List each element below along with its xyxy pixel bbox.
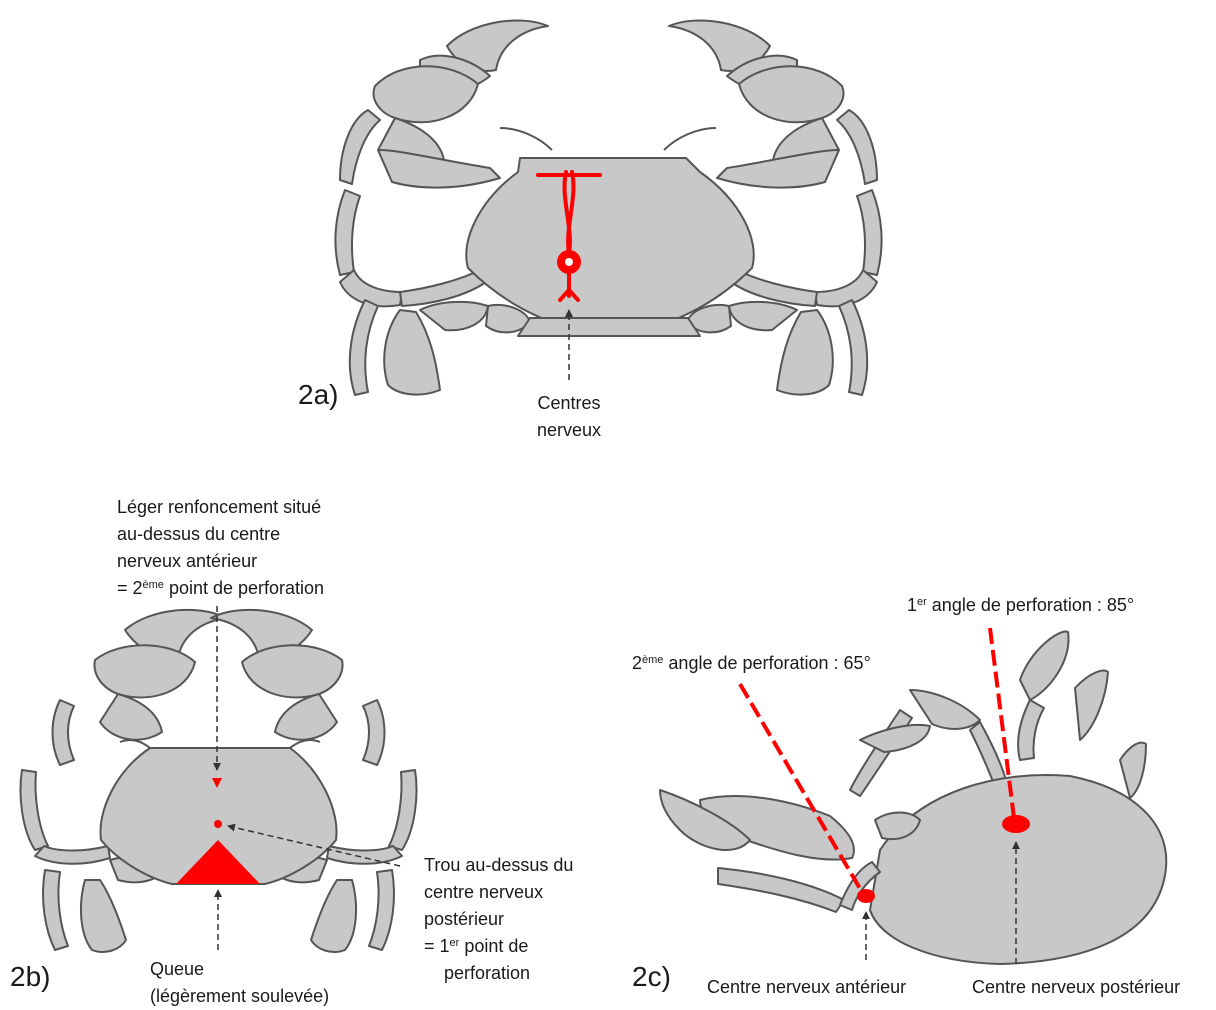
panel-2a-id: 2a) bbox=[298, 380, 338, 410]
crab-top-view-2a bbox=[335, 20, 881, 395]
tail-label-line2: (légèrement soulevée) bbox=[150, 983, 329, 1010]
first-point-line4: = 1er point de bbox=[424, 933, 573, 960]
nerve-centres-label-line2: nerveux bbox=[519, 417, 619, 444]
first-point-label: Trou au-dessus du centre nerveux postéri… bbox=[424, 852, 573, 987]
second-point-line4: = 2ème point de perforation bbox=[117, 575, 324, 602]
second-point-label: Léger renfoncement situé au-dessus du ce… bbox=[117, 494, 324, 602]
tail-label: Queue (légèrement soulevée) bbox=[150, 956, 329, 1010]
panel-2b-id: 2b) bbox=[10, 962, 50, 992]
second-point-line2: au-dessus du centre bbox=[117, 521, 324, 548]
posterior-centre-label: Centre nerveux postérieur bbox=[972, 974, 1180, 1001]
panel-2c-id: 2c) bbox=[632, 962, 671, 992]
first-point-line5: perforation bbox=[424, 960, 573, 987]
crab-side-view-2c bbox=[660, 632, 1166, 964]
nerve-centres-label: Centres nerveux bbox=[519, 390, 619, 444]
second-point-line1: Léger renfoncement situé bbox=[117, 494, 324, 521]
anterior-centre-label: Centre nerveux antérieur bbox=[707, 974, 906, 1001]
first-angle-label: 1er angle de perforation : 85° bbox=[907, 592, 1134, 619]
second-angle-label: 2ème angle de perforation : 65° bbox=[632, 650, 871, 677]
nerve-centres-label-line1: Centres bbox=[519, 390, 619, 417]
second-point-line3: nerveux antérieur bbox=[117, 548, 324, 575]
first-point-line3: postérieur bbox=[424, 906, 573, 933]
first-point-line2: centre nerveux bbox=[424, 879, 573, 906]
first-point-line1: Trou au-dessus du bbox=[424, 852, 573, 879]
tail-label-line1: Queue bbox=[150, 956, 329, 983]
